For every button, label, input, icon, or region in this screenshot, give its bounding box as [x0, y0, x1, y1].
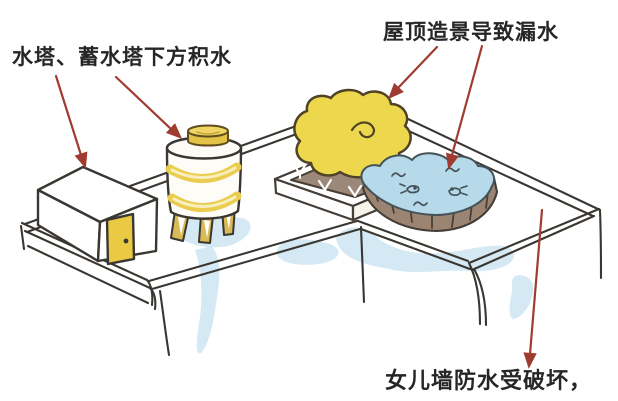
door-knob: [123, 238, 129, 244]
annotation-arrows: [54, 44, 544, 369]
arrow-parapet: [523, 208, 544, 369]
arrow-to-pond: [445, 44, 484, 170]
utility-room-door: [105, 212, 136, 266]
arrow-to-shrub: [388, 45, 439, 100]
label-roof-landscaping-leak: 屋顶造景导致漏水: [383, 20, 559, 44]
label-water-tower-ponding: 水塔、蓄水塔下方积水: [12, 45, 232, 69]
label-parapet-damage: 女儿墙防水受破坏，: [385, 369, 593, 394]
arrow-to-water-tower: [114, 75, 183, 139]
utility-room: [36, 165, 159, 266]
pond-water: [360, 152, 496, 216]
water-tower-bands: [165, 162, 242, 212]
water-tower-cap: [187, 124, 229, 147]
water-tower: [165, 124, 243, 244]
shrub-curl: [350, 121, 376, 139]
arrow-to-utility-room: [54, 74, 88, 169]
rooftop-pond: [360, 152, 499, 233]
pond-water-marks: [391, 167, 468, 207]
